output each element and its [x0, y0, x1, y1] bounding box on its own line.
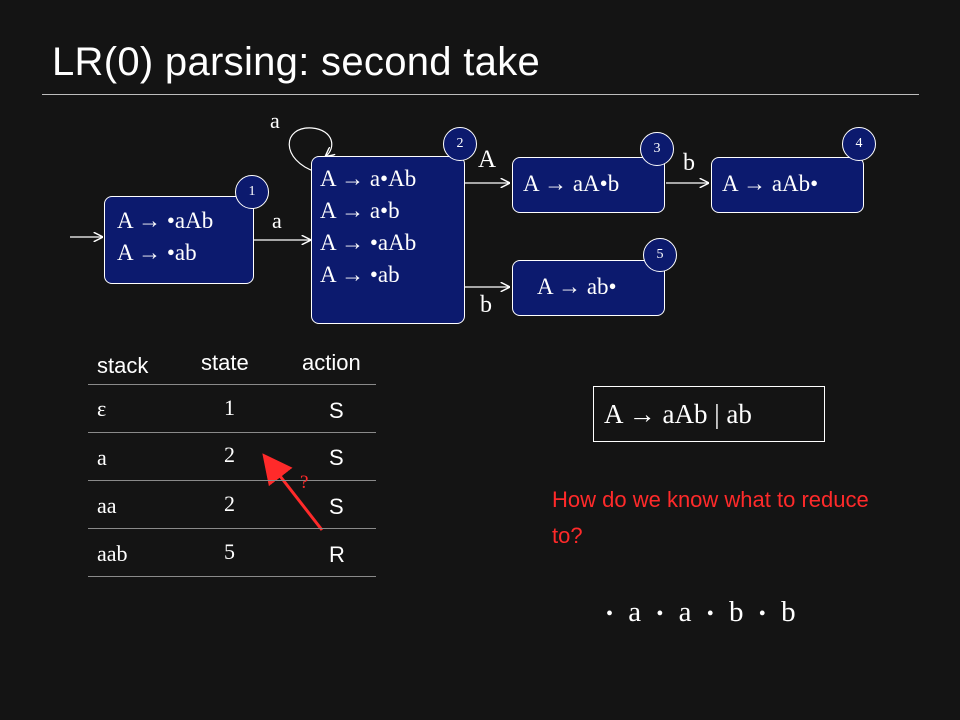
- edge-label-2-3: A: [478, 146, 497, 173]
- position-dot: •: [606, 602, 614, 625]
- state-2-item: A → •aAb: [320, 230, 417, 255]
- red-annotation-arrow: [262, 453, 324, 531]
- state-2-item: A → •ab: [320, 262, 400, 287]
- state-1: A → •aAb A → •ab: [104, 196, 254, 284]
- row-1-stack: ε: [97, 396, 107, 421]
- table-divider: [88, 432, 376, 433]
- position-dot: •: [656, 602, 664, 625]
- position-dot: •: [758, 602, 766, 625]
- column-header-action: action: [302, 350, 361, 375]
- state-1-item: A → •ab: [117, 240, 197, 265]
- state-3-badge: 3: [640, 132, 674, 166]
- row-3-action: S: [329, 494, 344, 519]
- column-header-stack: stack: [97, 353, 149, 378]
- state-4: A → aAb•: [711, 157, 864, 213]
- edge-label-2-5: b: [480, 292, 492, 318]
- row-2-state: 2: [224, 442, 235, 467]
- state-1-item: A → •aAb: [117, 208, 214, 233]
- table-divider: [88, 528, 376, 529]
- input-symbol: a: [628, 596, 642, 628]
- row-4-stack: aab: [97, 541, 128, 566]
- row-3-state: 2: [224, 491, 235, 516]
- state-5-item: A → ab•: [537, 274, 617, 299]
- state-2: A → a•Ab A → a•b A → •aAb A → •ab: [311, 156, 465, 324]
- column-header-state: state: [201, 350, 249, 375]
- row-2-stack: a: [97, 445, 107, 470]
- question-mark-annotation: ?: [300, 472, 309, 493]
- table-divider: [88, 384, 376, 385]
- input-symbol: b: [729, 596, 744, 628]
- state-3-item: A → aA•b: [523, 171, 620, 196]
- grammar-box: A → aAb | ab: [593, 386, 825, 442]
- state-1-badge: 1: [235, 175, 269, 209]
- row-4-state: 5: [224, 539, 235, 564]
- state-2-item: A → a•Ab: [320, 166, 417, 191]
- state-3: A → aA•b: [512, 157, 665, 213]
- state-4-badge: 4: [842, 127, 876, 161]
- table-divider: [88, 480, 376, 481]
- table-divider: [88, 576, 376, 577]
- state-5: A → ab•: [512, 260, 665, 316]
- row-4-action: R: [329, 542, 345, 567]
- edge-label-1-2: a: [272, 208, 282, 233]
- row-1-action: S: [329, 398, 344, 423]
- state-2-badge: 2: [443, 127, 477, 161]
- row-3-stack: aa: [97, 493, 117, 518]
- row-2-action: S: [329, 445, 344, 470]
- edge-label-2-2: a: [270, 108, 280, 133]
- input-string: • a • a • b • b: [598, 596, 796, 629]
- state-5-badge: 5: [643, 238, 677, 272]
- reduce-question: How do we know what to reduce to?: [552, 487, 869, 548]
- position-dot: •: [706, 602, 714, 625]
- state-2-item: A → a•b: [320, 198, 400, 223]
- slide-title: LR(0) parsing: second take: [52, 40, 541, 84]
- state-4-item: A → aAb•: [722, 171, 819, 196]
- edge-2-2-loop: [288, 127, 332, 173]
- input-symbol: b: [781, 596, 796, 628]
- edge-label-3-4: b: [683, 150, 695, 176]
- row-1-state: 1: [224, 395, 235, 420]
- input-symbol: a: [678, 596, 692, 628]
- title-underline: [42, 94, 919, 95]
